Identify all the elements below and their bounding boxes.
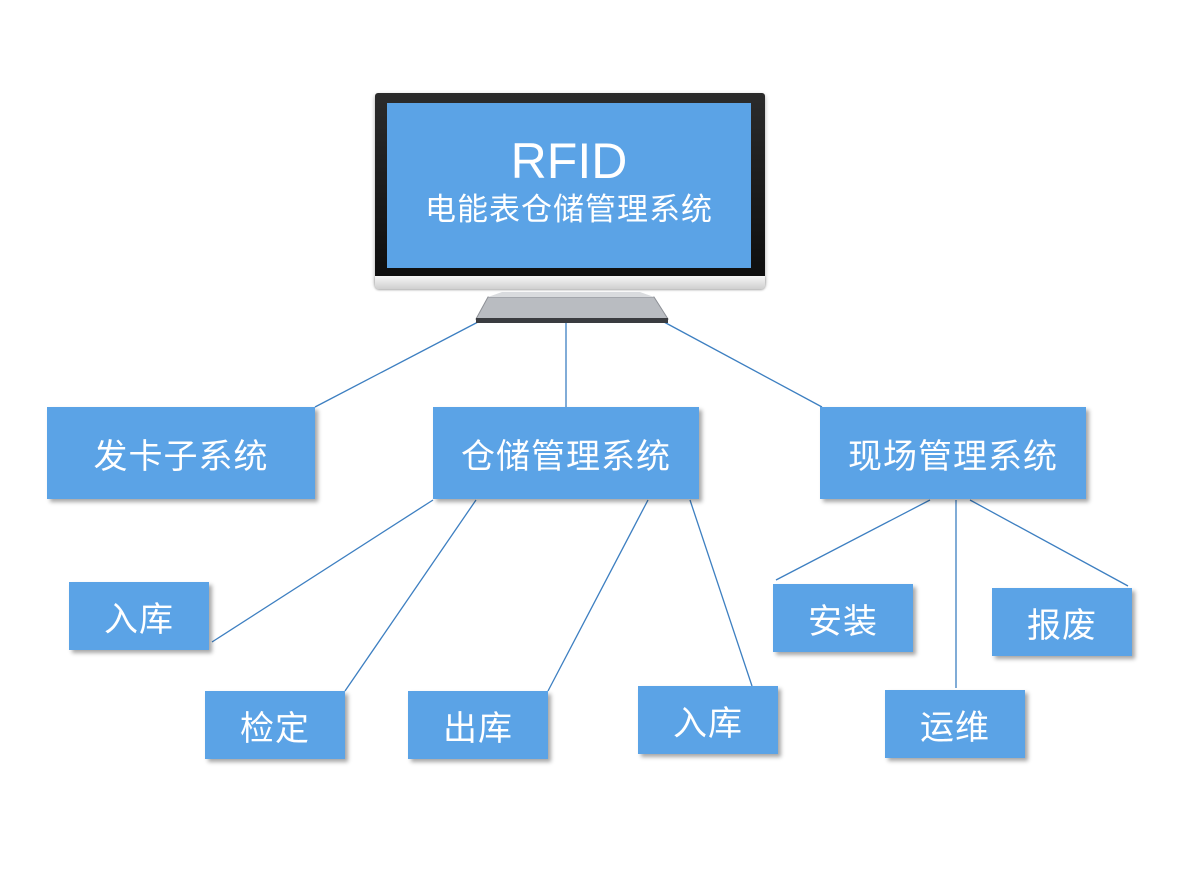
node-maintenance: 运维: [885, 690, 1025, 758]
link-storage-outbound: [547, 499, 649, 692]
node-field-system: 现场管理系统: [820, 407, 1086, 499]
monitor-stand-base: [476, 318, 668, 323]
monitor-stand-top: [488, 292, 654, 297]
link-field-scrap: [969, 499, 1129, 587]
node-inbound-left: 入库: [69, 582, 209, 650]
node-outbound: 出库: [408, 691, 548, 759]
monitor-subtitle: 电能表仓储管理系统: [425, 191, 713, 228]
node-install: 安装: [773, 584, 913, 652]
link-monitor-field: [663, 321, 823, 408]
link-storage-verify: [344, 499, 477, 692]
monitor-bezel: [375, 276, 765, 289]
link-monitor-card: [314, 321, 479, 408]
node-verify: 检定: [205, 691, 345, 759]
node-card-subsystem: 发卡子系统: [47, 407, 315, 499]
monitor-stand: [475, 296, 669, 320]
node-storage-system: 仓储管理系统: [433, 407, 699, 499]
monitor-title: RFID: [510, 132, 628, 189]
node-scrap: 报废: [992, 588, 1132, 656]
link-field-install: [775, 499, 931, 581]
link-storage-inbound1: [211, 499, 434, 643]
monitor-screen: RFID 电能表仓储管理系统: [387, 103, 751, 268]
node-inbound-right: 入库: [638, 686, 778, 754]
link-storage-inbound2: [689, 499, 753, 687]
